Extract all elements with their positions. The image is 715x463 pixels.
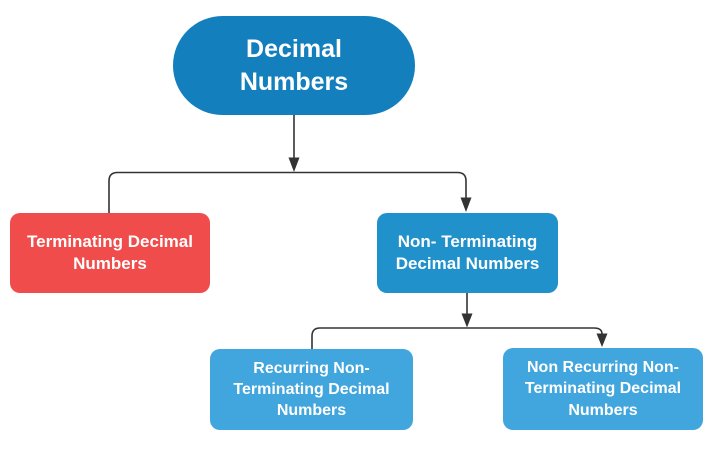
arrowhead-into-non-recurring [596, 333, 608, 347]
arrowhead-into-non-terminating [460, 197, 472, 212]
node-non-terminating-decimal-numbers: Non- Terminating Decimal Numbers [377, 213, 558, 293]
arrowhead-non-terminating-to-split [461, 313, 473, 328]
node-decimal-numbers: Decimal Numbers [173, 16, 415, 115]
connector-split2-bar [311, 327, 603, 349]
node-terminating-decimal-numbers: Terminating Decimal Numbers [10, 213, 210, 293]
connector-split1-bar [108, 171, 467, 213]
arrowhead-root-to-split [288, 157, 300, 172]
node-non-recurring-non-terminating-decimal-numbers: Non Recurring Non- Terminating Decimal N… [503, 348, 703, 430]
node-recurring-non-terminating-decimal-numbers: Recurring Non- Terminating Decimal Numbe… [210, 349, 413, 430]
